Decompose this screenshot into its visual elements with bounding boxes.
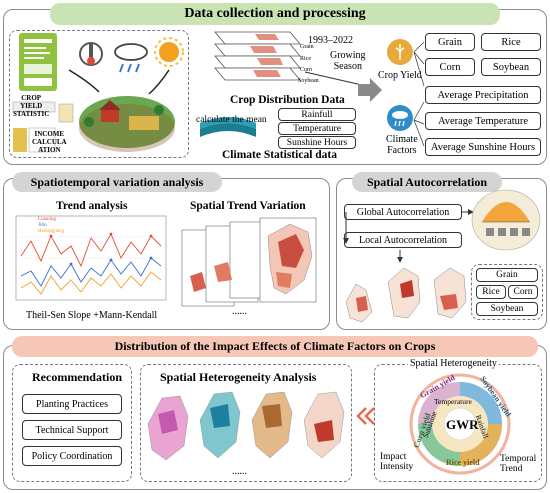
autocorr-crop-rice: Rice: [476, 285, 506, 299]
growing-season-label: Growing Season: [330, 50, 366, 72]
factor-option-temperature: Average Temperature: [425, 112, 541, 130]
autocorrelation-arrows: [343, 209, 474, 263]
impact-title: Distribution of the Impact Effects of Cl…: [12, 336, 538, 357]
climate-statistical-title: Climate Statistical data: [222, 149, 337, 161]
recommendation-planting: Planting Practices: [22, 394, 122, 414]
mean-wedge-icon: [200, 117, 256, 137]
autocorrelation-crop-group: [471, 264, 543, 320]
spatial-heterogeneity-label: Spatial Heterogeneity: [408, 358, 499, 369]
gwr-ring-diagram: [409, 373, 511, 475]
spatial-trend-variation-title: Spatial Trend Variation: [190, 200, 306, 212]
autocorr-crop-soybean: Soybean: [476, 302, 538, 316]
factor-option-sunshine: Average Sunshine Hours: [425, 138, 541, 156]
recommendation-group: [12, 364, 132, 482]
autocorr-crop-corn: Corn: [508, 285, 538, 299]
impact-intensity-label: Impact Intensity: [380, 452, 414, 472]
trend-method-label: Theil-Sen Slope +Mann-Kendall: [26, 310, 158, 321]
data-collection-title: Data collection and processing: [50, 3, 500, 25]
local-autocorrelation-box: Local Autocorrelation: [344, 232, 462, 248]
heterogeneity-group: [140, 364, 352, 482]
legend-jilin: Jilin: [38, 223, 47, 228]
ring-rice-yield: Rice yield: [446, 458, 480, 467]
legend-heilongjiang: Heilongjiang: [38, 229, 65, 234]
crop-yield-statistic-label: CROP YIELD STATISTIC: [13, 94, 50, 118]
recommendation-policy: Policy Coordination: [22, 446, 122, 466]
crop-yield-label: Crop Yield: [378, 70, 422, 81]
calculate-mean-label: calculate the mean: [196, 115, 267, 125]
trend-line-chart: [15, 215, 167, 301]
spatial-autocorrelation-title: Spatial Autocorrelation: [352, 172, 502, 192]
crop-option-grain: Grain: [425, 33, 475, 51]
climate-box-rainfall: Rainfull: [278, 108, 356, 121]
temporal-trend-label: Temporal Trend: [500, 454, 537, 474]
global-autocorrelation-box: Global Autocorrelation: [344, 204, 462, 220]
crop-yield-icon: [387, 39, 413, 65]
spatial-trend-ellipsis: ......: [232, 306, 247, 317]
income-calculation-label: INCOME CALCULA ATION: [32, 130, 67, 154]
icon-connectors: [413, 41, 425, 147]
crop-option-rice: Rice: [481, 33, 541, 51]
climate-box-temperature: Temperature: [278, 122, 356, 135]
spatial-trend-maps: [181, 217, 317, 307]
recommendation-title: Recommendation: [32, 370, 122, 384]
factor-option-precipitation: Average Precipitation: [425, 86, 541, 104]
layer-label-soybean: Soybean: [298, 78, 319, 84]
layer-label-corn: Corn: [300, 67, 312, 73]
gwr-center-label: GWR: [446, 417, 479, 432]
lisa-maps: [345, 267, 467, 323]
spatiotemporal-title: Spatiotemporal variation analysis: [12, 172, 222, 192]
legend-liaoning: Liaoning: [38, 217, 57, 222]
crop-option-corn: Corn: [425, 58, 475, 76]
arrow-to-outputs: [358, 78, 382, 102]
data-source-graphics: [12, 33, 184, 153]
ring-temperature: Temperature: [434, 397, 472, 406]
climate-box-sunshine: Sunshine Hours: [278, 136, 356, 149]
climate-factors-label: Climate Factors: [386, 134, 418, 156]
heterogeneity-maps: [147, 391, 345, 461]
layer-label-grain: Grain: [300, 44, 314, 50]
data-source-illustration: [9, 30, 189, 158]
crop-distribution-title: Crop Distribution Data: [230, 94, 345, 106]
heterogeneity-ellipsis: ......: [232, 466, 247, 477]
years-label: 1993–2022: [308, 35, 353, 46]
trend-analysis-title: Trend analysis: [56, 200, 128, 212]
recommendation-technical: Technical Support: [22, 420, 122, 440]
heterogeneity-analysis-title: Spatial Heterogeneity Analysis: [160, 370, 317, 384]
flow-chevrons: [356, 407, 375, 425]
moran-distribution-icon: [471, 189, 541, 251]
climate-factors-icon: [387, 105, 413, 131]
stacked-map-layers: [214, 31, 301, 81]
autocorr-crop-grain: Grain: [476, 268, 538, 282]
crop-option-soybean: Soybean: [481, 58, 541, 76]
layer-label-rice: Rice: [300, 56, 311, 62]
